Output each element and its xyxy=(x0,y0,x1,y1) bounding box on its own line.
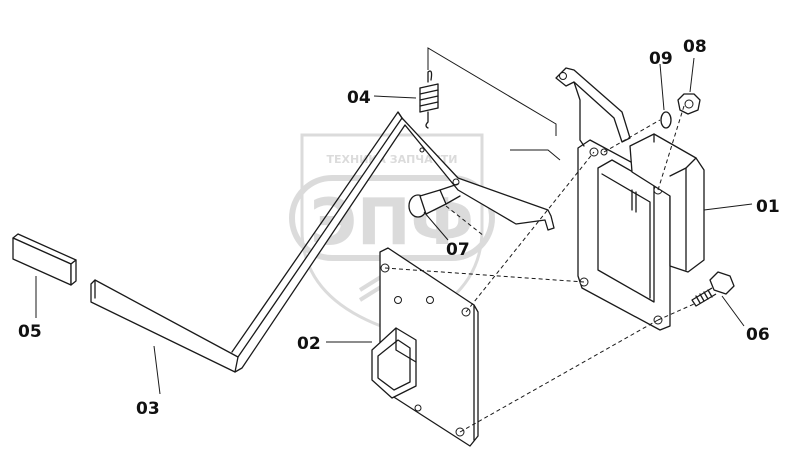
callout-labels: 01 02 03 04 05 06 07 08 09 xyxy=(18,37,780,419)
leader-lines xyxy=(35,57,753,395)
callout-05: 05 xyxy=(18,322,42,342)
part-01-housing xyxy=(577,133,705,331)
callout-03: 03 xyxy=(136,399,160,419)
part-06-bolt xyxy=(691,271,735,307)
callout-04: 04 xyxy=(347,88,371,108)
callout-09: 09 xyxy=(649,49,673,69)
part-08-nut xyxy=(677,93,701,115)
housing-bracket-arm xyxy=(555,67,631,147)
part-03-lever xyxy=(90,111,555,373)
part-05-block xyxy=(12,233,77,286)
assembly-lines xyxy=(384,47,695,433)
callout-08: 08 xyxy=(683,37,707,57)
part-04-spring xyxy=(419,70,439,129)
watermark-top-text: ТЕХНИКА ЗАПЧАСТИ xyxy=(327,153,458,166)
callout-02: 02 xyxy=(297,334,321,354)
part-09-washer xyxy=(660,111,672,129)
part-02-plate xyxy=(371,247,479,447)
part-07-pin xyxy=(408,183,461,218)
callout-07: 07 xyxy=(446,240,470,260)
callout-06: 06 xyxy=(746,325,770,345)
callout-01: 01 xyxy=(756,197,780,217)
